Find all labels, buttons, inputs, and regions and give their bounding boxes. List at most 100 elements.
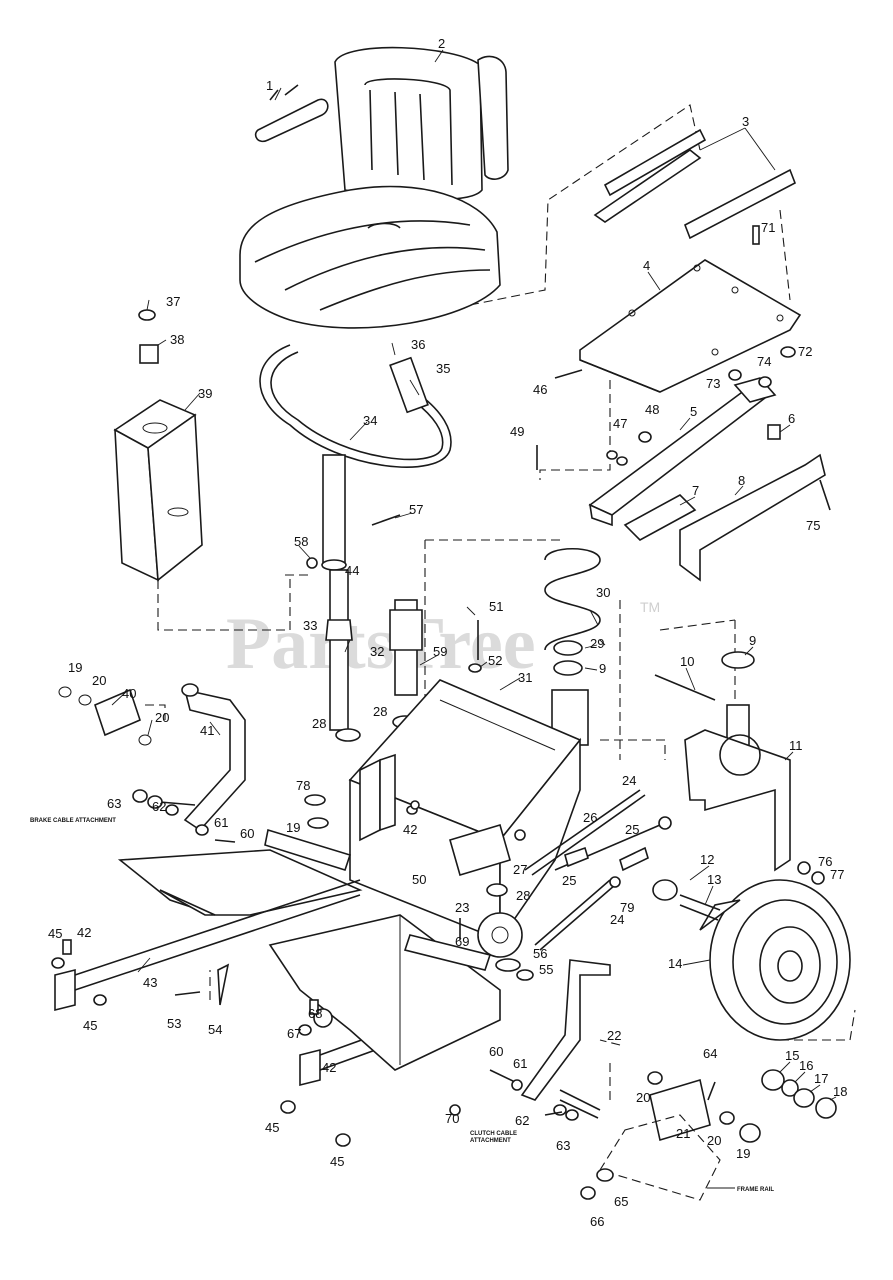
callout-57: 57 [409, 502, 423, 517]
callout-3: 3 [742, 114, 749, 129]
callout-42-left: 42 [77, 925, 91, 940]
frame-rail-label: FRAME RAIL [737, 1187, 774, 1193]
callout-79: 79 [620, 900, 634, 915]
seat-rails-and-plate [579, 128, 802, 393]
callout-20-mid: 20 [155, 710, 169, 725]
callout-76: 76 [818, 854, 832, 869]
callout-20-right: 20 [707, 1133, 721, 1148]
callout-2: 2 [438, 36, 445, 51]
callout-62-bottom: 62 [515, 1113, 529, 1128]
callout-14: 14 [668, 956, 682, 971]
callout-61-bottom: 61 [513, 1056, 527, 1071]
callout-11: 11 [789, 738, 803, 753]
callout-19-left: 19 [68, 660, 82, 675]
callout-43: 43 [143, 975, 157, 990]
callout-35: 35 [436, 361, 450, 376]
callout-66: 66 [590, 1214, 604, 1229]
callout-45-bottom: 45 [330, 1154, 344, 1169]
callout-24-top: 24 [622, 773, 636, 788]
callout-9: 9 [599, 661, 606, 676]
callout-20-bottom: 20 [636, 1090, 650, 1105]
callout-37: 37 [166, 294, 180, 309]
callout-1: 1 [266, 78, 273, 93]
pedal-left [58, 683, 246, 832]
callout-15: 15 [785, 1048, 799, 1063]
callout-17: 17 [814, 1071, 828, 1086]
callout-65: 65 [614, 1194, 628, 1209]
callout-19-right: 19 [736, 1146, 750, 1161]
callout-47: 47 [613, 416, 627, 431]
callout-12: 12 [700, 852, 714, 867]
callout-16: 16 [799, 1058, 813, 1073]
callout-numbers: 1 2 3 4 5 6 7 8 9 9 10 11 12 13 14 15 16… [48, 36, 847, 1229]
callout-45-topleft: 45 [48, 926, 62, 941]
callout-31: 31 [518, 670, 532, 685]
callout-45-bottomleft: 45 [265, 1120, 279, 1135]
callout-78: 78 [296, 778, 310, 793]
callout-25-right: 25 [625, 822, 639, 837]
callout-20-left: 20 [92, 673, 106, 688]
callout-9-top: 9 [749, 633, 756, 648]
gear-and-pedal-right [477, 912, 611, 1119]
callout-19-mid: 19 [286, 820, 300, 835]
callout-33: 33 [303, 618, 317, 633]
callout-50: 50 [412, 872, 426, 887]
callout-56: 56 [533, 946, 547, 961]
callout-32: 32 [370, 644, 384, 659]
callout-49: 49 [510, 424, 524, 439]
callout-46: 46 [533, 382, 547, 397]
hardware [51, 225, 831, 1147]
callout-13: 13 [707, 872, 721, 887]
callout-69: 69 [455, 934, 469, 949]
bracket-and-frame-rail [580, 1071, 761, 1201]
callout-5: 5 [690, 404, 697, 419]
callout-21: 21 [676, 1126, 690, 1141]
callout-23: 23 [455, 900, 469, 915]
callout-42-bottom: 42 [322, 1060, 336, 1075]
callout-55: 55 [539, 962, 553, 977]
callout-68: 68 [308, 1006, 322, 1021]
callout-67: 67 [287, 1026, 301, 1041]
callout-58: 58 [294, 534, 308, 549]
steering-assembly [259, 344, 452, 742]
seat-support [588, 377, 826, 582]
callout-60-top: 60 [240, 826, 254, 841]
callout-6: 6 [788, 411, 795, 426]
callout-24-bottom: 24 [610, 912, 624, 927]
callout-71: 71 [761, 220, 775, 235]
brake-cable-attachment-label: BRAKE CABLE ATTACHMENT [30, 818, 116, 824]
callout-63-bottom: 63 [556, 1138, 570, 1153]
callout-48: 48 [645, 402, 659, 417]
callout-4: 4 [643, 258, 650, 273]
callout-72: 72 [798, 344, 812, 359]
callout-39: 39 [198, 386, 212, 401]
callout-63-top: 63 [107, 796, 121, 811]
leader-lines [111, 49, 837, 1101]
battery-box [113, 309, 203, 582]
callout-34: 34 [363, 413, 377, 428]
footrest-and-axle [54, 849, 501, 1087]
callout-29: 29 [590, 636, 604, 651]
callout-28-bottom: 28 [516, 888, 530, 903]
callout-64: 64 [703, 1046, 717, 1061]
callout-38: 38 [170, 332, 184, 347]
callout-10: 10 [680, 654, 694, 669]
callout-61-top: 61 [214, 815, 228, 830]
callout-7: 7 [692, 483, 699, 498]
callout-18: 18 [833, 1084, 847, 1099]
watermark-tm: TM [640, 599, 660, 615]
callout-44: 44 [345, 563, 359, 578]
callout-41: 41 [200, 723, 214, 738]
callout-54: 54 [208, 1022, 222, 1037]
callout-62-top: 62 [152, 799, 166, 814]
callout-26: 26 [583, 810, 597, 825]
callout-22: 22 [607, 1028, 621, 1043]
callout-45-left: 45 [83, 1018, 97, 1033]
callout-8: 8 [738, 473, 745, 488]
callout-53: 53 [167, 1016, 181, 1031]
callout-77: 77 [830, 867, 844, 882]
rear-wheel [652, 879, 851, 1119]
callout-75: 75 [806, 518, 820, 533]
seat-assembly [239, 46, 509, 329]
